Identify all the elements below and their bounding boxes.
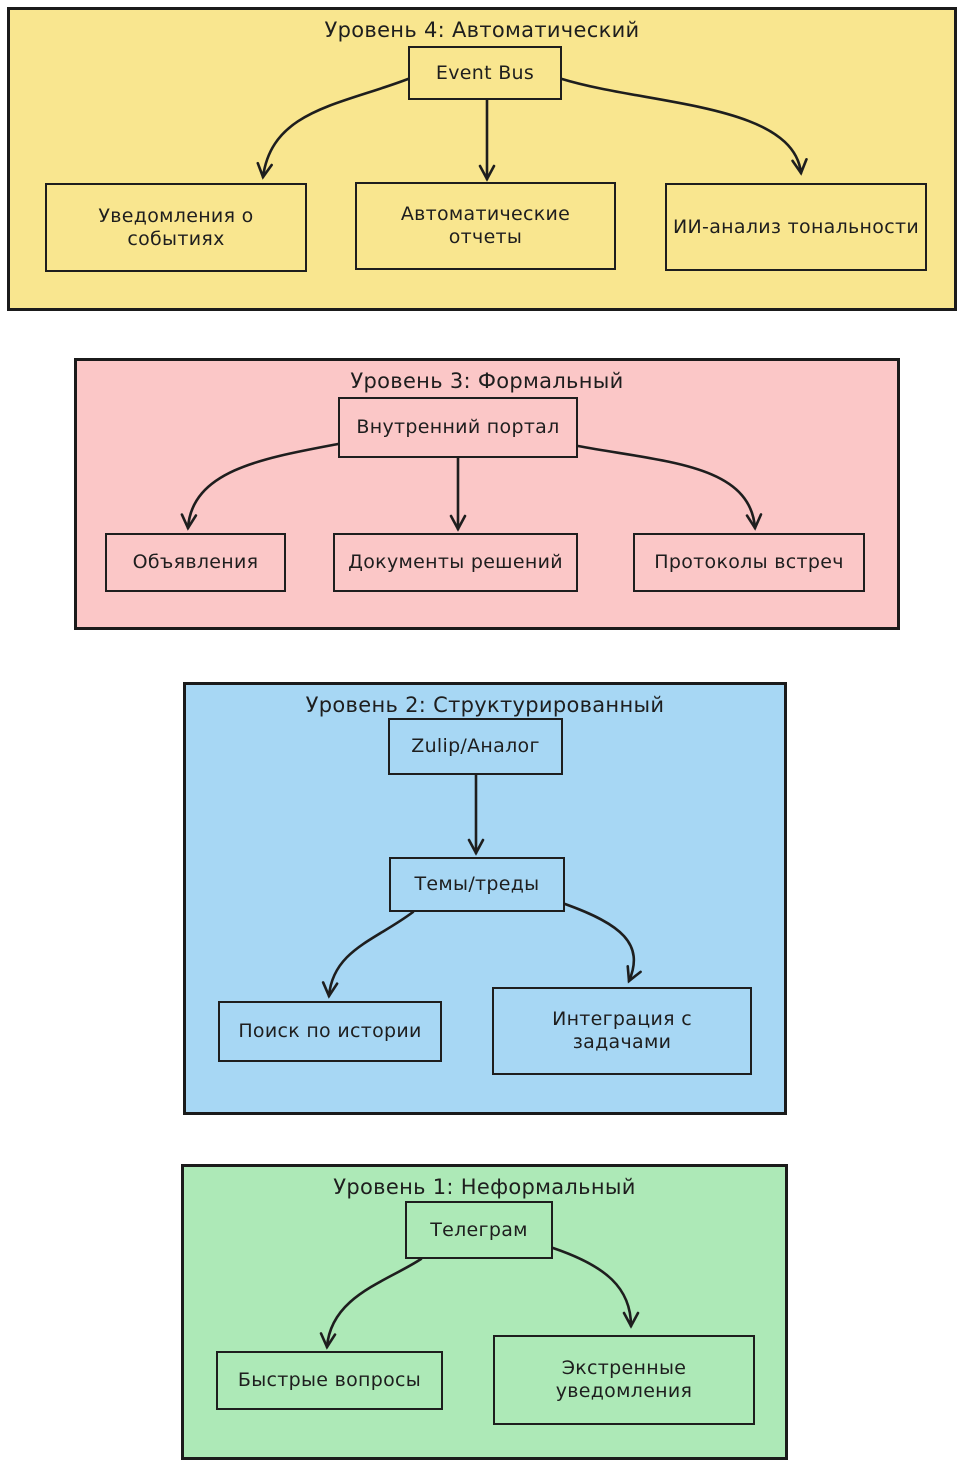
level-1-title: Уровень 1: Неформальный	[333, 1175, 636, 1199]
node-ai-sentiment: ИИ-анализ тональности	[665, 183, 927, 271]
level-4-title: Уровень 4: Автоматический	[324, 18, 640, 42]
level-3-title: Уровень 3: Формальный	[350, 369, 624, 393]
arrow-telegram-to-urgent	[551, 1246, 640, 1329]
arrow-event-bus-to-ai	[560, 77, 808, 176]
arrow-threads-to-tasks	[563, 902, 642, 984]
node-decision-docs: Документы решений	[333, 533, 578, 592]
node-zulip: Zulip/Аналог	[388, 718, 563, 775]
arrow-portal-to-minutes	[576, 444, 763, 531]
node-urgent-notifications: Экстренные уведомления	[493, 1335, 755, 1425]
node-meeting-minutes: Протоколы встреч	[633, 533, 865, 592]
node-internal-portal: Внутренний портал	[338, 397, 578, 458]
node-event-notifications: Уведомления о событиях	[45, 183, 307, 272]
node-telegram: Телеграм	[405, 1201, 553, 1259]
arrow-threads-to-search	[321, 910, 415, 999]
level-1-panel: Уровень 1: Неформальный Телеграм Быстрые…	[181, 1164, 788, 1460]
node-quick-questions: Быстрые вопросы	[216, 1351, 443, 1410]
arrow-event-bus-to-notifications	[256, 77, 410, 180]
node-auto-reports: Автоматические отчеты	[355, 182, 616, 270]
level-2-title: Уровень 2: Структурированный	[305, 693, 665, 717]
node-announcements: Объявления	[105, 533, 286, 592]
arrow-telegram-to-questions	[319, 1257, 423, 1350]
level-3-panel: Уровень 3: Формальный Внутренний портал …	[74, 358, 900, 630]
level-4-panel: Уровень 4: Автоматический Event Bus Увед…	[7, 7, 957, 311]
node-task-integration: Интеграция с задачами	[492, 987, 752, 1075]
node-history-search: Поиск по истории	[218, 1001, 442, 1062]
node-event-bus: Event Bus	[408, 46, 562, 100]
arrow-portal-to-announcements	[180, 442, 340, 531]
node-topics-threads: Темы/треды	[389, 857, 565, 912]
level-2-panel: Уровень 2: Структурированный Zulip/Анало…	[183, 682, 787, 1115]
